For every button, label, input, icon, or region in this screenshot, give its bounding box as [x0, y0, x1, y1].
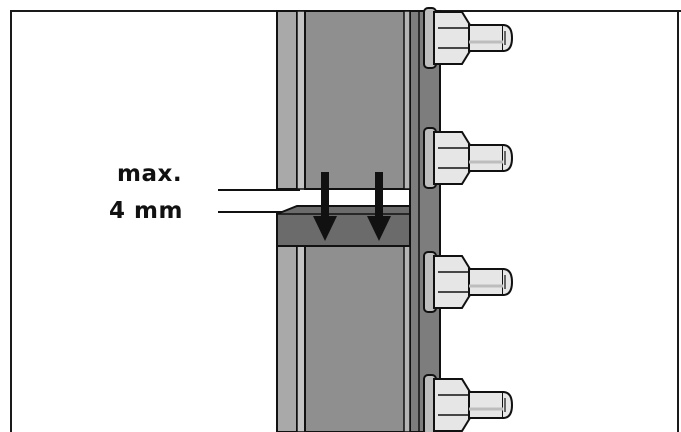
hex-bolt-icon	[423, 251, 514, 313]
gap-label-line2: 4 mm	[109, 198, 183, 224]
hex-bolt-icon	[423, 7, 514, 69]
mounting-strip	[409, 10, 441, 432]
gap-label-line1: max.	[117, 161, 183, 187]
arrow-down-icon	[367, 172, 391, 241]
upper-rail-section	[276, 10, 411, 190]
hex-bolt-icon	[423, 374, 514, 432]
bolt-column	[423, 7, 514, 432]
lower-rail-section	[276, 205, 411, 432]
hex-bolt-icon	[423, 127, 514, 189]
arrow-down-icon	[313, 172, 337, 241]
